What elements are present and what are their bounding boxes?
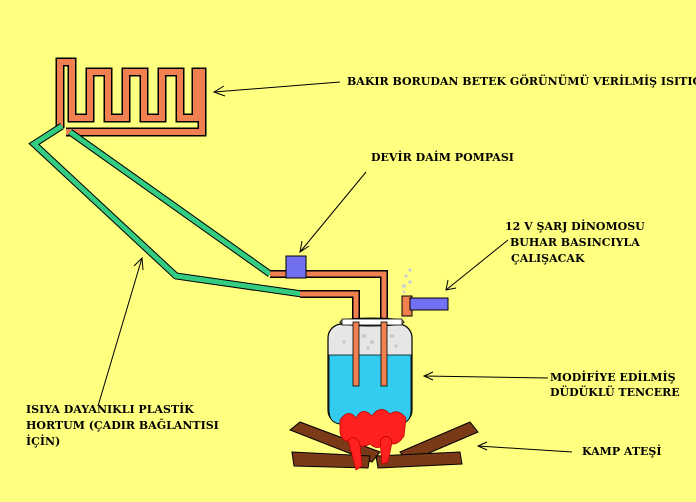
copper-radiator [55,57,207,137]
pump-label: DEVİR DAİM POMPASI [371,151,514,164]
plastic-hose [28,123,303,298]
dynamo-label-line2: BUHAR BASINCIYLA [510,236,640,249]
circulation-pump [285,255,307,279]
pressure-cooker [327,317,413,425]
leader-arrows [97,81,573,453]
hose-label-line3: İÇİN) [26,435,61,448]
pot-label-line1: MODİFİYE EDİLMİŞ [550,371,676,384]
steam-dynamo [401,268,449,317]
dynamo-label-line1: 12 V ŞARJ DİNOMOSU [505,220,645,233]
pot-label-line2: DÜDÜKLÜ TENCERE [550,386,680,399]
campfire-flames [339,409,407,471]
fire-label: KAMP ATEŞİ [582,445,662,458]
hose-label-line1: ISIYA DAYANIKLI PLASTİK [26,403,194,416]
hose-label-line2: HORTUM (ÇADIR BAĞLANTISI [26,419,219,432]
heater-label: BAKIR BORUDAN BETEK GÖRÜNÜMÜ VERİLMİŞ IS… [347,75,696,88]
dynamo-label-line3: ÇALIŞACAK [511,252,585,265]
